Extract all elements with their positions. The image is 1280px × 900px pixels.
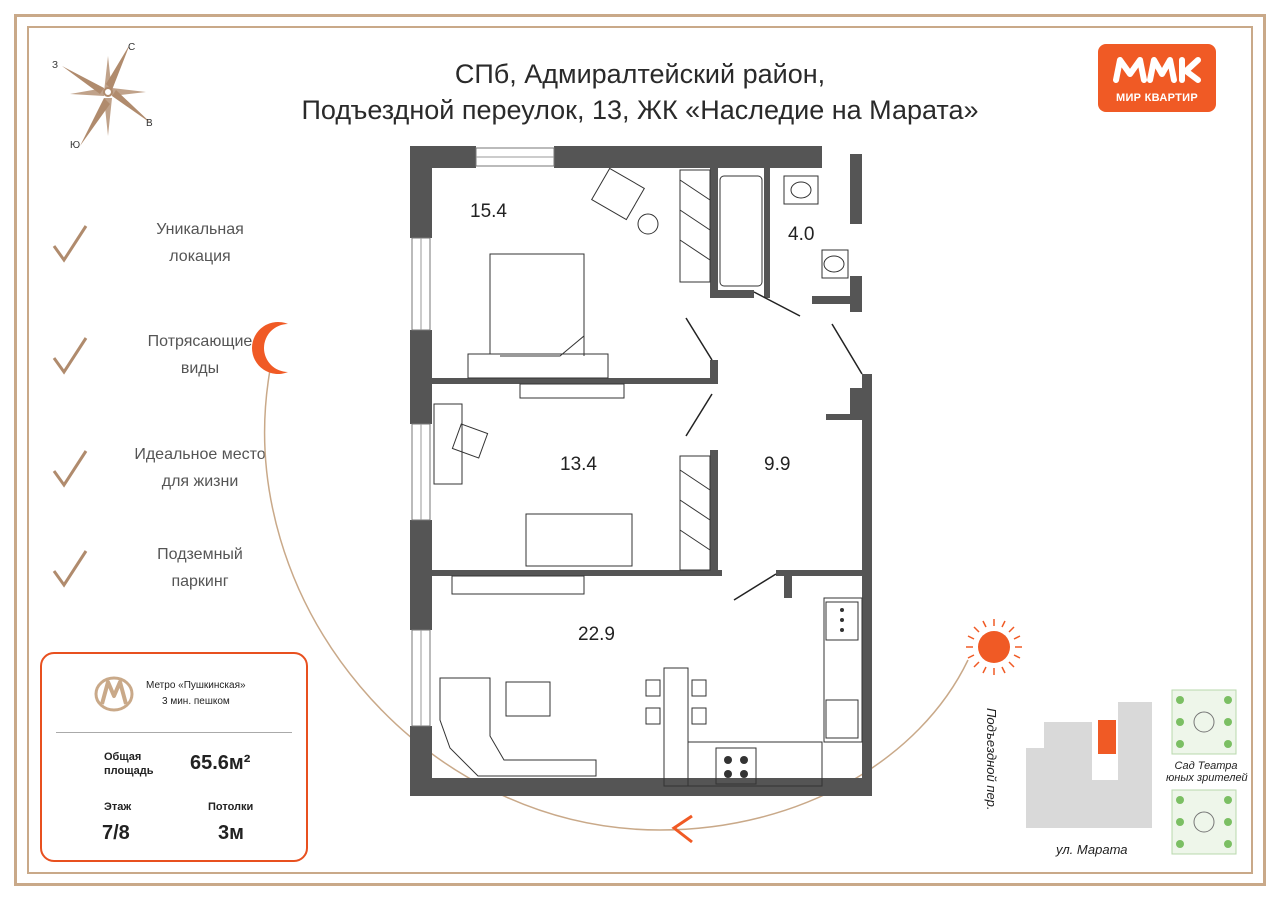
checkmark-icon bbox=[52, 337, 88, 375]
moon-icon bbox=[252, 322, 288, 374]
compass-west-label: З bbox=[52, 60, 58, 71]
logo-label: МИР КВАРТИР bbox=[1116, 92, 1198, 104]
inner-frame bbox=[27, 26, 1253, 874]
compass-south-label: Ю bbox=[70, 140, 80, 151]
side-street-label: Подъездной пер. bbox=[984, 708, 999, 811]
title-line-1: СПб, Адмиралтейский район, bbox=[454, 59, 826, 89]
sun-icon bbox=[966, 619, 1022, 675]
ceiling-value: 3м bbox=[218, 822, 244, 844]
ceiling-label: Потолки bbox=[208, 801, 254, 813]
stove-burners bbox=[724, 608, 844, 778]
floor-value: 7/8 bbox=[102, 822, 130, 844]
outer-frame bbox=[14, 14, 1266, 886]
logo-mark-icon bbox=[1113, 57, 1201, 83]
building-block bbox=[1026, 702, 1152, 828]
metro-name: Метро «Пушкинская» bbox=[146, 680, 246, 691]
compass-north-label: С bbox=[128, 42, 135, 53]
window-panes bbox=[420, 156, 554, 726]
garden-trees bbox=[1171, 689, 1237, 855]
metro-walk: 3 мин. пешком bbox=[162, 696, 230, 707]
walls bbox=[410, 146, 872, 796]
arrow-left-icon bbox=[671, 814, 693, 844]
brand-logo[interactable]: МИР КВАРТИР bbox=[1098, 44, 1216, 112]
doors bbox=[685, 291, 863, 601]
title-line-2: Подъездной переулок, 13, ЖК «Наследие на… bbox=[301, 95, 979, 125]
main-street-label: ул. Марата bbox=[1056, 842, 1128, 857]
checkmark-icon bbox=[52, 450, 88, 488]
checkmark-icon bbox=[52, 550, 88, 588]
compass-east-label: В bbox=[146, 118, 153, 129]
card-divider bbox=[56, 732, 292, 733]
compass-rose-icon: С В Ю З bbox=[52, 42, 153, 151]
room2-area: 13.4 bbox=[560, 454, 597, 475]
bedroom-area: 15.4 bbox=[470, 201, 507, 222]
page-title: СПб, Адмиралтейский район, Подъездной пе… bbox=[290, 56, 990, 128]
hall-area: 9.9 bbox=[764, 454, 791, 475]
apartment-marker bbox=[1098, 720, 1116, 754]
furniture bbox=[433, 167, 863, 787]
kitchen-living-area: 22.9 bbox=[578, 624, 615, 645]
checkmark-icon bbox=[52, 225, 88, 263]
metro-logo-icon bbox=[94, 676, 134, 712]
bathroom-area: 4.0 bbox=[788, 224, 815, 245]
sun-path-arc bbox=[264, 369, 969, 831]
total-area-value: 65.6м² bbox=[190, 752, 251, 774]
floor-label: Этаж bbox=[104, 801, 132, 813]
